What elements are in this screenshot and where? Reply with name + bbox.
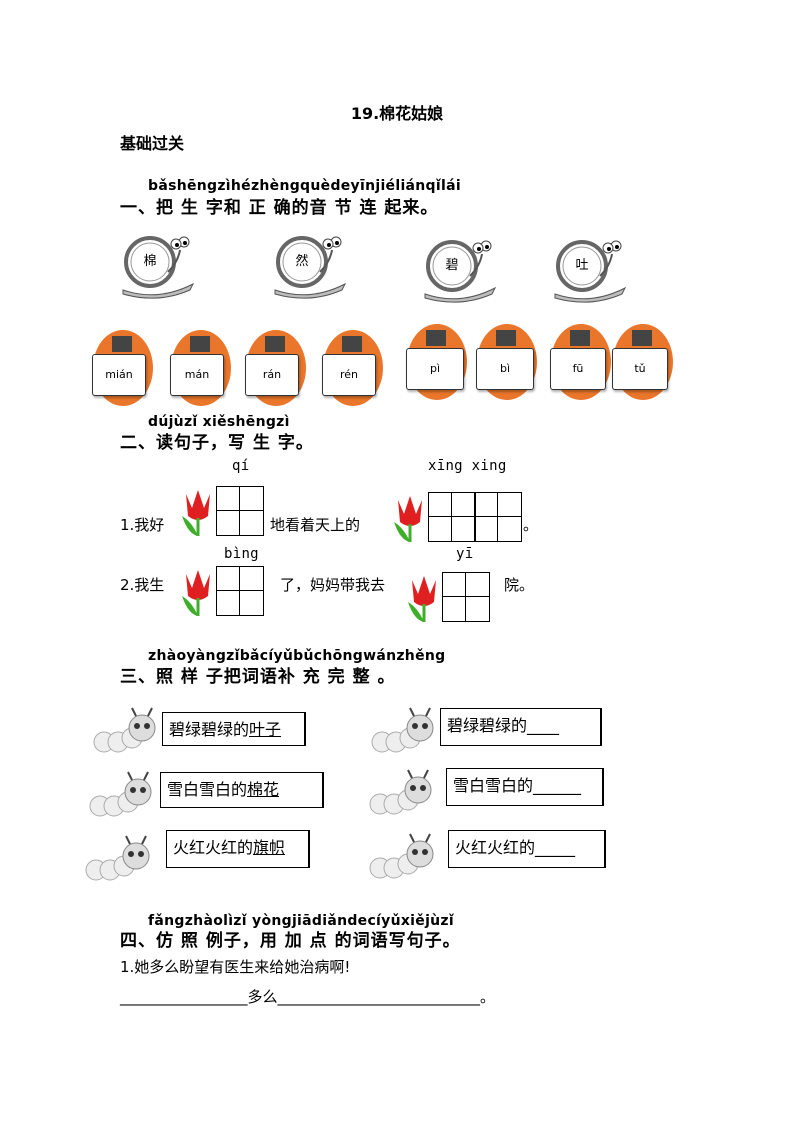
- write-grid[interactable]: [428, 492, 476, 542]
- egg-card-4[interactable]: rén: [322, 328, 384, 406]
- phrase-lead: 火红火红的: [173, 838, 254, 857]
- caterpillar-icon: [369, 833, 434, 879]
- syllable-label: pì: [406, 348, 464, 390]
- phrase-lead: 碧绿碧绿的: [169, 720, 250, 739]
- blank-phrase-2[interactable]: 雪白雪白的______: [446, 768, 604, 806]
- blank-phrase-3[interactable]: 火红火红的_____: [448, 830, 606, 868]
- blank-phrase-1[interactable]: 碧绿碧绿的____: [440, 708, 602, 746]
- page-title: 19.棉花姑娘: [350, 104, 444, 123]
- tulip-icon: [182, 570, 210, 616]
- snail-char: 碧: [445, 258, 459, 273]
- write-grid[interactable]: [216, 566, 264, 616]
- syllable-label: bì: [476, 348, 534, 390]
- syllable-label: mán: [170, 354, 224, 396]
- line1-prefix: 1.我好: [120, 516, 165, 534]
- write-grid[interactable]: [474, 492, 522, 542]
- snail-icon: [554, 240, 627, 303]
- line1-suffix: 。: [523, 516, 539, 534]
- line1-pinyin-a: qí: [232, 458, 250, 474]
- section2-pinyin: dújùzǐ xiěshēngzì: [148, 414, 290, 430]
- caterpillar-icon: [371, 707, 434, 753]
- phrase-tail: 叶子: [249, 720, 282, 739]
- syllable-label: rán: [245, 354, 299, 396]
- egg-card-8[interactable]: tǔ: [612, 322, 674, 400]
- egg-card-6[interactable]: bì: [476, 322, 538, 400]
- snail-1[interactable]: 棉: [118, 232, 198, 302]
- line1-middle: 地看着天上的: [270, 516, 361, 534]
- line2-middle: 了，妈妈带我去: [280, 576, 386, 594]
- snail-icon: [122, 236, 195, 299]
- snail-icon: [424, 240, 497, 303]
- write-grid[interactable]: [442, 572, 490, 622]
- snail-2[interactable]: 然: [270, 232, 350, 302]
- fill-sentence-line[interactable]: _________________多么_____________________…: [120, 988, 496, 1006]
- snail-3[interactable]: 碧: [420, 236, 500, 306]
- section1-pinyin: bǎshēngzìhézhèngquèdeyīnjiéliánqǐlái: [148, 178, 461, 194]
- phrase-tail: 旗帜: [253, 838, 286, 857]
- syllable-label: mián: [92, 354, 146, 396]
- snail-char: 然: [295, 254, 309, 269]
- caterpillar-icon: [93, 707, 156, 753]
- caterpillar-icon: [369, 769, 432, 815]
- snail-icon: [274, 236, 347, 299]
- example-phrase-2: 雪白雪白的棉花: [160, 772, 324, 808]
- egg-card-3[interactable]: rán: [245, 328, 307, 406]
- line2-pinyin-b: yī: [456, 546, 474, 562]
- section-subtitle: 基础过关: [120, 134, 185, 153]
- write-grid[interactable]: [216, 486, 264, 536]
- egg-card-7[interactable]: fū: [550, 322, 612, 400]
- tulip-icon: [182, 490, 210, 536]
- egg-card-1[interactable]: mián: [92, 328, 154, 406]
- snail-char: 吐: [575, 258, 589, 273]
- phrase-tail: 棉花: [247, 780, 280, 799]
- section3-pinyin: zhàoyàngzǐbǎcíyǔbǔchōngwánzhěng: [148, 648, 446, 664]
- phrase-lead: 雪白雪白的: [167, 780, 248, 799]
- line1-pinyin-b: xīng xing: [428, 458, 507, 474]
- tulip-icon: [408, 576, 436, 622]
- syllable-label: rén: [322, 354, 376, 396]
- caterpillar-icon: [85, 835, 150, 881]
- syllable-label: tǔ: [612, 348, 668, 390]
- egg-card-2[interactable]: mán: [170, 328, 232, 406]
- snail-char: 棉: [143, 254, 157, 269]
- section2-heading: 二、读句子，写 生 字。: [120, 433, 314, 453]
- egg-card-5[interactable]: pì: [406, 322, 468, 400]
- syllable-label: fū: [550, 348, 606, 390]
- snail-4[interactable]: 吐: [550, 236, 630, 306]
- example-phrase-1: 碧绿碧绿的叶子: [162, 712, 306, 746]
- line2-pinyin-a: bìng: [224, 546, 259, 562]
- section4-pinyin: fǎngzhàolìzǐ yòngjiādiǎndecíyǔxiějùzǐ: [148, 913, 454, 929]
- section3-heading: 三、照 样 子把词语补 充 完 整 。: [120, 667, 396, 687]
- line2-suffix: 院。: [504, 576, 535, 594]
- section1-heading: 一、把 生 字和 正 确的音 节 连 起来。: [120, 198, 439, 218]
- example-phrase-3: 火红火红的旗帜: [166, 830, 310, 868]
- line2-prefix: 2.我生: [120, 576, 165, 594]
- tulip-icon: [394, 496, 422, 542]
- caterpillar-icon: [89, 771, 152, 817]
- example-sentence: 1.她多么盼望有医生来给她治病啊!: [120, 958, 351, 976]
- section4-heading: 四、仿 照 例子，用 加 点 的词语写句子。: [120, 931, 461, 951]
